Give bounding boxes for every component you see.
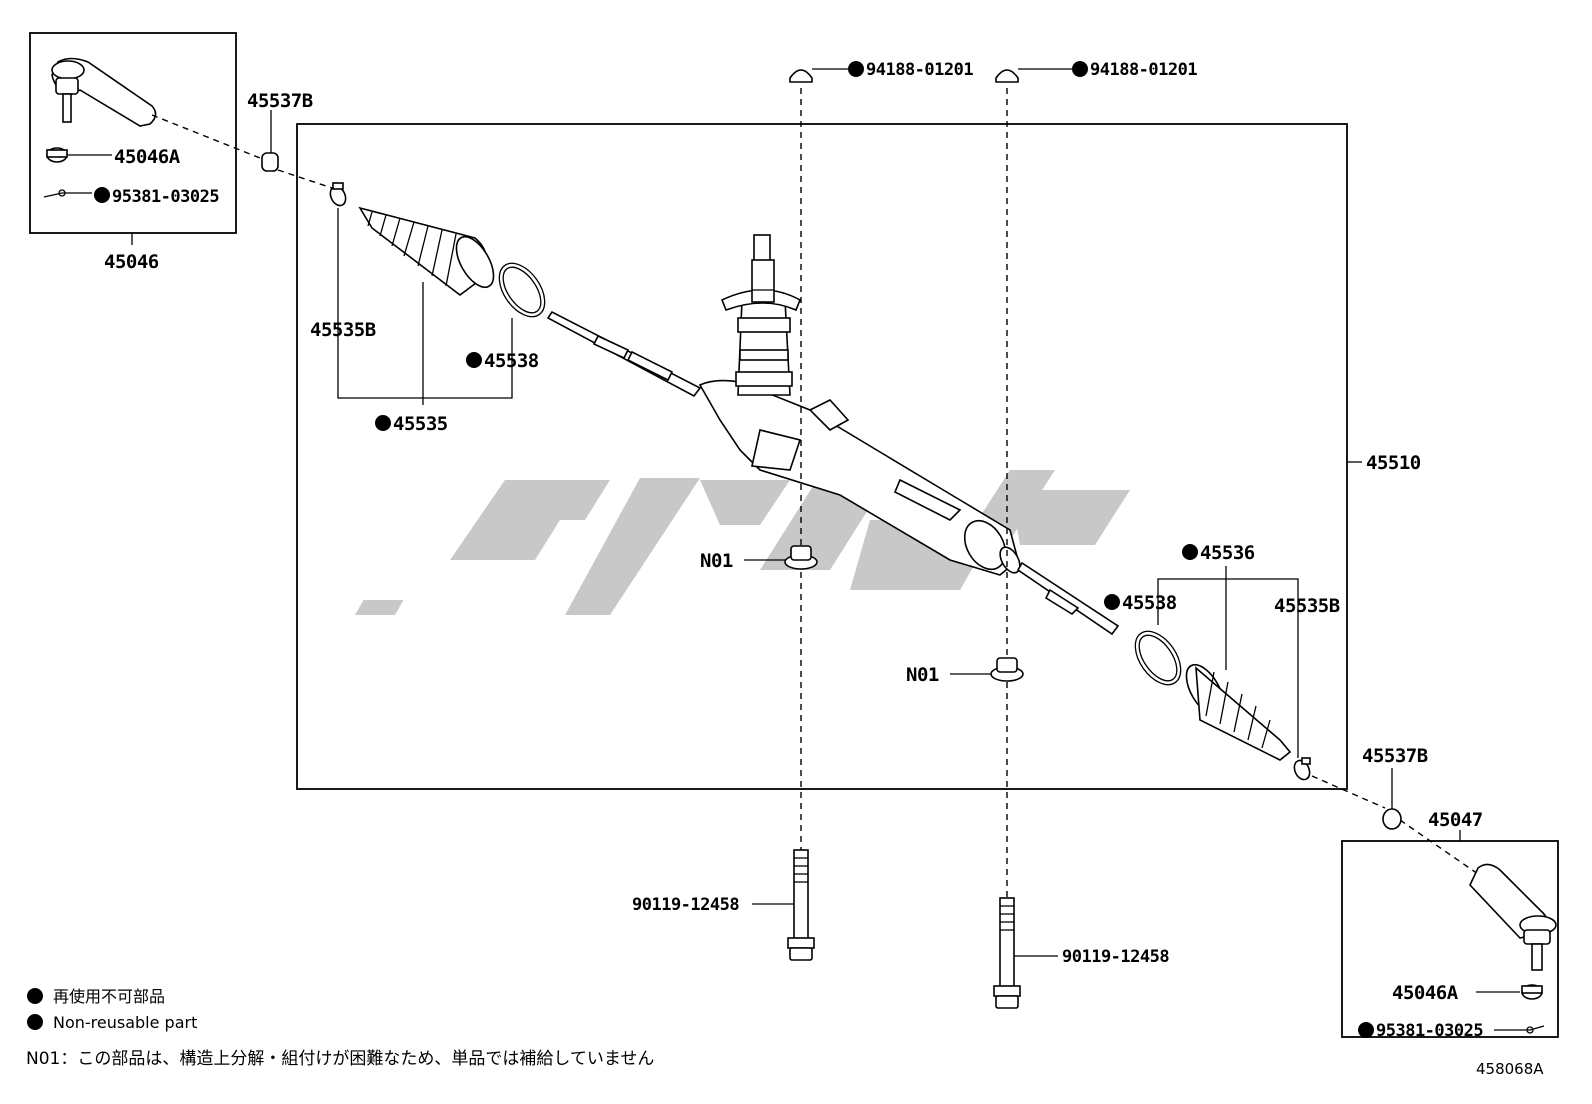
nut-rh-icon bbox=[1521, 984, 1543, 1000]
label-clamp-lh[interactable]: 45535B bbox=[310, 319, 376, 341]
cap-rh-icon bbox=[1382, 808, 1402, 830]
boot-rh-icon bbox=[1185, 663, 1292, 761]
label-boot-set-lh[interactable]: 45535 bbox=[393, 413, 448, 435]
assembly-frame bbox=[296, 123, 1348, 790]
tie-rod-end-lh-box bbox=[29, 32, 237, 234]
label-clamp-rh[interactable]: 45535B bbox=[1274, 595, 1340, 617]
cap-lh-icon bbox=[261, 152, 279, 172]
diagram-code: 458068A bbox=[1476, 1060, 1544, 1078]
nut-lh-icon bbox=[46, 147, 68, 163]
clamp-lh-icon bbox=[329, 182, 347, 207]
label-boot-set-rh[interactable]: 45536 bbox=[1200, 542, 1255, 564]
grommet-right-icon bbox=[995, 69, 1019, 83]
label-grommet-top-right[interactable]: 94188-01201 bbox=[1090, 60, 1198, 80]
n01-right-icon bbox=[990, 657, 1024, 682]
label-n01-right[interactable]: N01 bbox=[906, 664, 939, 686]
boot-lh-icon bbox=[358, 206, 495, 297]
ring-rh-icon bbox=[1134, 630, 1182, 686]
label-n01-left[interactable]: N01 bbox=[700, 550, 733, 572]
bolt-right-icon bbox=[993, 897, 1021, 1009]
cotter-pin-lh-icon bbox=[43, 189, 92, 198]
cotter-pin-rh-icon bbox=[1494, 1025, 1545, 1034]
bolt-left-icon bbox=[787, 849, 815, 961]
clamp-rh-icon bbox=[1293, 757, 1311, 781]
footnote-n01: N01：この部品は、構造上分解・組付けが困難なため、単品では補給していません bbox=[26, 1049, 654, 1069]
label-tie-rod-end-rh[interactable]: 45047 bbox=[1428, 809, 1483, 831]
label-nut-rh[interactable]: 45046A bbox=[1392, 982, 1459, 1004]
label-cotter-lh[interactable]: 95381-03025 bbox=[112, 187, 220, 207]
label-bolt-right[interactable]: 90119-12458 bbox=[1062, 947, 1170, 967]
label-cap-lh[interactable]: 45537B bbox=[247, 90, 313, 112]
tie-rod-end-rh-box bbox=[1341, 840, 1559, 1038]
tie-rod-end-rh-icon[interactable] bbox=[1469, 863, 1557, 971]
tie-rod-end-lh-icon[interactable] bbox=[51, 57, 157, 127]
steering-rack-icon[interactable] bbox=[546, 234, 1120, 636]
label-cap-rh[interactable]: 45537B bbox=[1362, 745, 1428, 767]
legend-en: Non-reusable part bbox=[53, 1013, 197, 1032]
grommet-left-icon bbox=[789, 69, 813, 83]
ring-lh-icon bbox=[498, 262, 546, 318]
label-assembly[interactable]: 45510 bbox=[1366, 452, 1421, 474]
label-ring-lh[interactable]: 45538 bbox=[484, 350, 539, 372]
label-nut-lh[interactable]: 45046A bbox=[114, 146, 181, 168]
label-ring-rh[interactable]: 45538 bbox=[1122, 592, 1177, 614]
legend-jp: 再使用不可部品 bbox=[53, 987, 165, 1006]
label-bolt-left[interactable]: 90119-12458 bbox=[632, 895, 740, 915]
n01-left-icon bbox=[784, 545, 818, 570]
label-tie-rod-end-lh[interactable]: 45046 bbox=[104, 251, 159, 273]
label-cotter-rh[interactable]: 95381-03025 bbox=[1376, 1021, 1484, 1041]
label-grommet-top-left[interactable]: 94188-01201 bbox=[866, 60, 974, 80]
